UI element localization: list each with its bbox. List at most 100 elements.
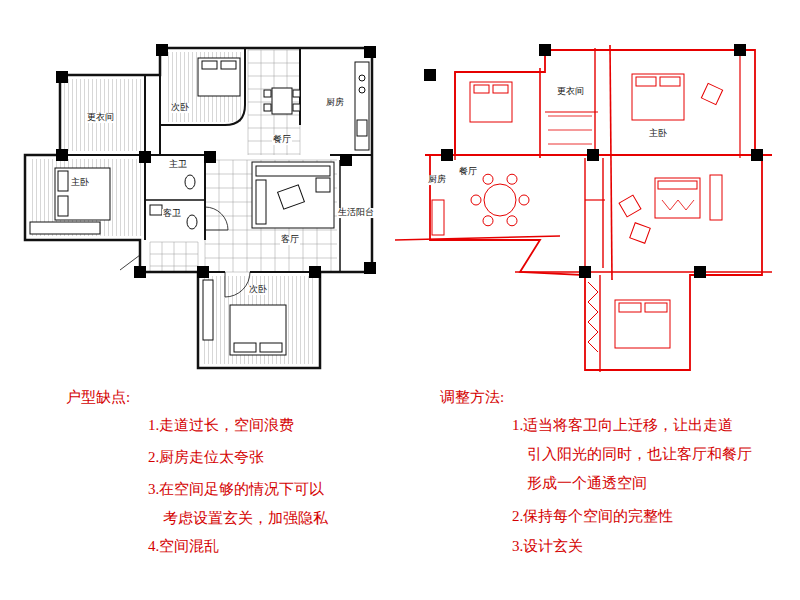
structural-column	[204, 151, 216, 163]
wardrobe-sketch	[548, 116, 592, 144]
sofa	[256, 166, 330, 176]
structural-column	[539, 44, 551, 56]
round-dining-table	[484, 184, 516, 216]
stove-burner	[359, 75, 365, 81]
sofa-sketch	[658, 181, 697, 189]
bed	[198, 58, 240, 96]
wall-sketch	[454, 72, 455, 160]
structural-column	[56, 71, 68, 83]
living-room-set	[252, 162, 334, 228]
structural-column	[751, 149, 763, 161]
armchair-sketch	[619, 195, 641, 217]
wardrobe	[203, 280, 213, 340]
wall-sketch	[585, 199, 605, 200]
structural-column	[734, 44, 746, 56]
original-floor-plan	[25, 44, 376, 368]
dining-chair	[519, 195, 529, 205]
room-label: 更衣间	[86, 113, 115, 123]
wall-sketch	[599, 275, 600, 372]
room-label: 客卫	[162, 209, 182, 219]
bed	[230, 305, 286, 355]
structural-column	[587, 149, 599, 161]
note-item: 1.走道过长，空间浪费	[148, 411, 353, 440]
pillow-sketch	[660, 77, 680, 86]
note-item: 1.适当将客卫向上迁移，让出走道 引入阳光的同时，也让客厅和餐厅 形成一个通透空…	[512, 411, 767, 498]
floor-tile-grid	[150, 242, 198, 272]
armchair	[316, 178, 330, 192]
dining-chair	[507, 216, 517, 226]
room-label: 客厅	[280, 235, 300, 245]
wardrobe	[30, 222, 100, 234]
pillow-sketch	[493, 85, 508, 93]
pillow-sketch	[636, 77, 656, 86]
wall-sketch	[739, 48, 740, 158]
room-label: 次卧	[248, 285, 268, 295]
floor-tile-grid	[248, 50, 300, 155]
room-label: 厨房	[427, 175, 447, 185]
wood-floor-hatch	[165, 52, 241, 122]
room-label: 次卧	[170, 103, 190, 113]
interior-wall	[244, 48, 246, 105]
structural-column	[424, 69, 436, 81]
note-item: 3.设计玄关	[512, 532, 767, 561]
wall-sketch	[545, 111, 598, 112]
kitchen-counter-sketch	[432, 200, 444, 235]
interior-wall	[25, 154, 215, 156]
wall-sketch	[395, 236, 560, 240]
note-item: 2.保持每个空间的完整性	[512, 502, 767, 531]
room-label: 主卧	[648, 129, 668, 139]
dining-chair	[483, 216, 493, 226]
note-item: 3.在空间足够的情况下可以 考虑设置玄关，加强隐私	[148, 475, 353, 533]
chair	[264, 90, 271, 97]
outer-wall-sketch	[430, 50, 762, 370]
tv-cabinet-sketch	[710, 175, 722, 220]
toilet	[185, 175, 195, 189]
interior-wall	[159, 48, 161, 155]
structural-column	[694, 266, 706, 278]
pillow	[234, 343, 256, 352]
bed-sketch	[615, 300, 670, 348]
structural-column	[441, 149, 453, 161]
structural-column	[364, 46, 376, 58]
interior-wall	[204, 155, 206, 240]
pillow	[58, 171, 68, 191]
coffee-table	[278, 185, 305, 209]
pillow	[260, 343, 282, 352]
zigzag-wall-mark	[588, 282, 598, 352]
dining-table	[272, 88, 292, 114]
sofa-set-sketch	[655, 178, 700, 218]
pillow	[221, 61, 236, 69]
door-swing	[205, 207, 228, 230]
wall-sketch	[515, 271, 772, 273]
wall-sketch	[602, 158, 603, 268]
pillow-sketch	[474, 85, 489, 93]
structural-column	[134, 266, 146, 278]
structural-column	[364, 262, 376, 274]
wood-floor-hatch	[202, 276, 316, 364]
structural-column	[197, 266, 209, 278]
toilet	[187, 215, 197, 229]
wood-floor-hatch	[29, 159, 141, 236]
pillow-sketch	[619, 303, 641, 312]
room-label: 主卧	[70, 178, 90, 188]
structural-column	[579, 266, 591, 278]
dining-chair	[483, 174, 493, 184]
sofa	[256, 180, 266, 224]
bed-sketch	[632, 74, 684, 120]
structural-column	[309, 266, 321, 278]
structural-column	[139, 151, 151, 163]
armchair-sketch	[630, 223, 651, 244]
coffee-table-sketch	[662, 200, 694, 210]
note-heading: 户型缺点:	[66, 383, 130, 412]
room-label: 主卫	[168, 160, 188, 170]
pillow-sketch	[645, 303, 667, 312]
revised-floor-plan-sketch	[395, 44, 772, 372]
room-label: 生活阳台	[337, 208, 375, 218]
stove-burner	[359, 87, 365, 93]
floor-tile-grid	[205, 160, 337, 272]
dining-chair	[471, 195, 481, 205]
room-label: 厨房	[325, 98, 345, 108]
room-label: 餐厅	[272, 135, 292, 145]
